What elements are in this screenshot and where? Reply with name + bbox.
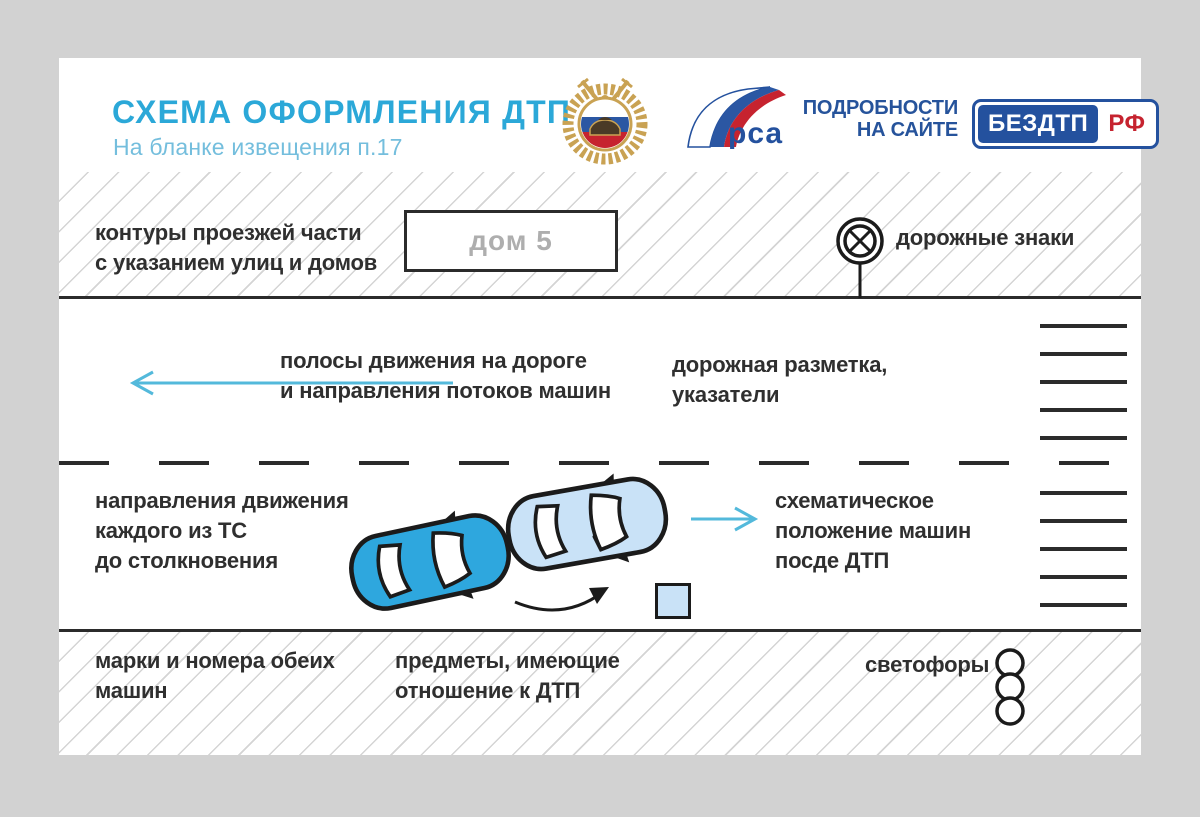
directions-label: направления движения каждого из ТС до ст… [95,488,349,573]
road-center-dashed-line [59,461,1141,465]
road-bottom-edge [59,629,1141,632]
marking-line [1040,352,1127,356]
gibdd-emblem-icon [562,77,648,165]
marking-line [1040,547,1127,551]
bottom-roadside-hatch [59,632,1141,755]
marking-line [1040,436,1127,440]
car-light-icon [505,473,669,572]
bezdtp-rf-badge: БЕЗДТП РФ [972,99,1159,149]
road-signs-label: дорожные знаки [896,225,1075,250]
rsa-logo-text: рса [728,117,783,150]
brands-label: марки и номера обеих машин [95,648,335,703]
road-sign-icon [836,217,884,298]
page-title: СХЕМА ОФОРМЛЕНИЯ ДТП [112,94,572,130]
marking-line [1040,603,1127,607]
markings-label: дорожная разметка, указатели [672,352,888,407]
marking-line [1040,491,1127,495]
contours-label: контуры проезжей части с указанием улиц … [95,220,378,275]
object-square-icon [655,583,691,619]
position-label: схематическое положение машин посде ДТП [775,488,972,573]
marking-line [1040,380,1127,384]
objects-label: предметы, имеющие отношение к ДТП [395,648,620,703]
badge-name: БЕЗДТП [978,105,1099,143]
marking-line [1040,575,1127,579]
right-arrow-icon [691,506,759,532]
badge-suffix: РФ [1108,110,1146,137]
page-subtitle: На бланке извещения п.17 [113,134,403,160]
marking-line [1040,408,1127,412]
lanes-label: полосы движения на дороге и направления … [280,348,611,403]
marking-line [1040,324,1127,328]
details-on-site-label: ПОДРОБНОСТИ НА САЙТЕ [802,97,958,141]
left-arrow-icon [129,370,453,396]
marking-line [1040,519,1127,523]
road-top-edge [59,296,1141,299]
house-box: дом 5 [404,210,618,272]
curved-arrow-icon [514,587,609,612]
poster-card: СХЕМА ОФОРМЛЕНИЯ ДТП На бланке извещения… [59,58,1159,755]
traffic-lights-label: светофоры [865,652,990,677]
car-dark-icon [349,510,511,611]
traffic-light-icon [995,648,1025,726]
rsa-logo-icon: рса [687,86,786,150]
